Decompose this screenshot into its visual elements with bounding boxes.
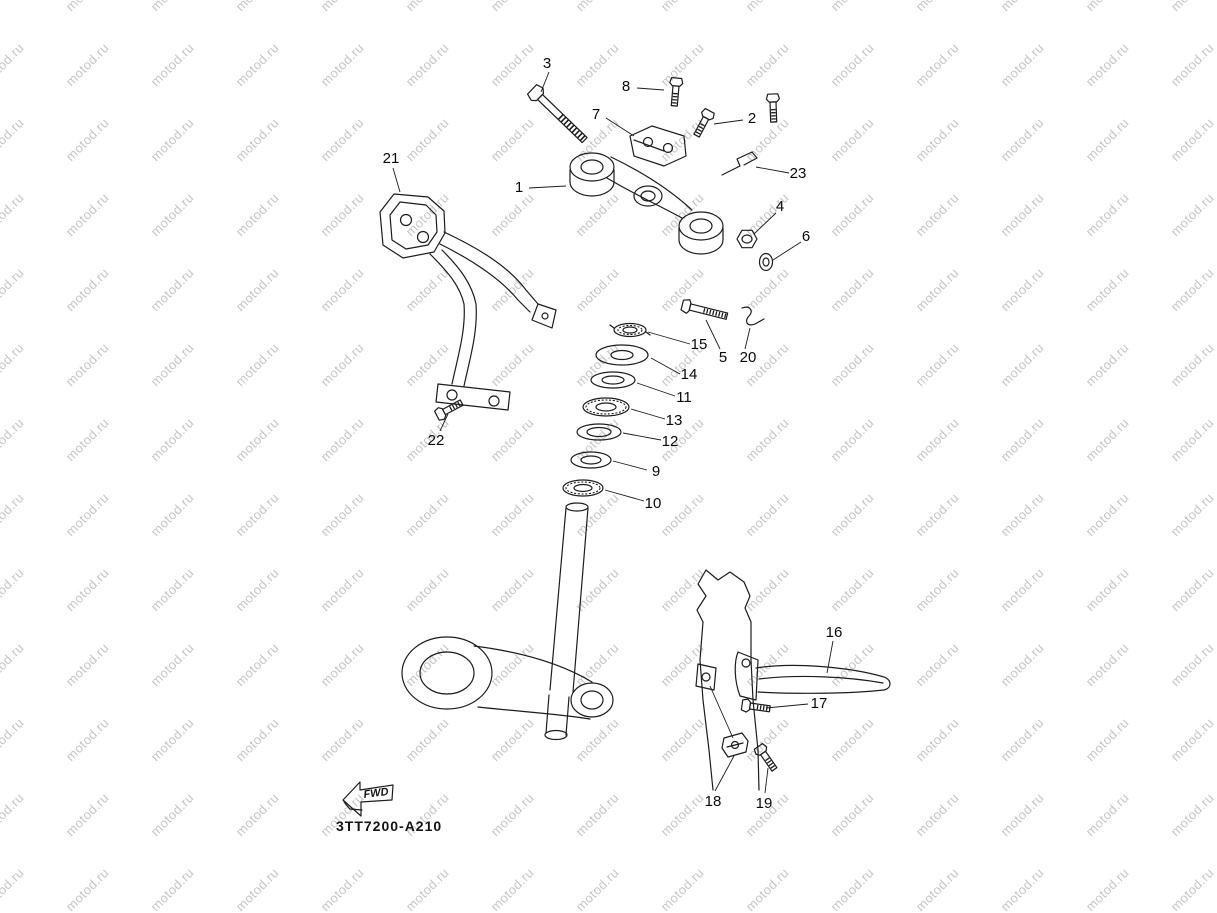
bearing-race-12 [576, 423, 622, 441]
washer-6 [758, 252, 774, 272]
callout-18: 18 [705, 793, 722, 810]
washer-11 [590, 371, 636, 389]
bolt-22 [434, 397, 465, 422]
fwd-arrow: FWD [342, 781, 394, 817]
callout-21: 21 [383, 150, 400, 167]
upper-bracket-1 [569, 152, 724, 255]
callout-1: 1 [515, 179, 523, 196]
callout-12: 12 [662, 433, 679, 450]
callout-3: 3 [543, 55, 551, 72]
bolt-2-flange-bolt [691, 94, 780, 139]
washer-9 [570, 451, 612, 469]
callout-10: 10 [645, 495, 662, 512]
bolt-3-steering-bolt [526, 83, 590, 146]
callout-14: 14 [681, 366, 698, 383]
bolt-8-holder-bolt [668, 77, 683, 106]
callout-23: 23 [790, 165, 807, 182]
fork-leg-partial [695, 569, 760, 791]
callout-7: 7 [592, 106, 600, 123]
callout-8: 8 [622, 78, 630, 95]
lock-washer-15 [609, 322, 651, 338]
clamp-18 [721, 732, 749, 758]
callout-2: 2 [748, 110, 756, 127]
bearing-13 [582, 397, 630, 417]
callout-16: 16 [826, 624, 843, 641]
callout-22: 22 [428, 432, 445, 449]
clip-23-wire [721, 151, 758, 176]
fwd-label: FWD [363, 786, 389, 801]
callout-4: 4 [776, 198, 784, 215]
callout-13: 13 [666, 412, 683, 429]
steering-stem-under-bracket [401, 502, 614, 741]
leader-lines [392, 71, 834, 794]
callout-19: 19 [756, 795, 773, 812]
bolt-17 [741, 698, 771, 715]
callout-5: 5 [719, 349, 727, 366]
steering-nut-4 [736, 229, 758, 249]
callout-15: 15 [691, 336, 708, 353]
bolt-19 [753, 743, 780, 773]
handle-holder-upper-7 [629, 125, 687, 167]
clip-20-wire [741, 306, 765, 326]
stay-bracket-21 [379, 193, 557, 411]
callout-11: 11 [676, 389, 692, 406]
callout-9: 9 [652, 463, 660, 480]
callout-20: 20 [740, 349, 757, 366]
bolt-5 [680, 299, 729, 320]
callout-17: 17 [811, 695, 828, 712]
part-code: 3TT7200-A210 [336, 818, 442, 834]
washer-14 [595, 344, 649, 366]
callout-6: 6 [802, 228, 810, 245]
bearing-10 [562, 479, 604, 497]
callout-numbers: 3 8 7 2 23 1 21 4 6 15 5 20 14 11 13 12 … [383, 55, 843, 812]
band-16 [734, 651, 891, 701]
